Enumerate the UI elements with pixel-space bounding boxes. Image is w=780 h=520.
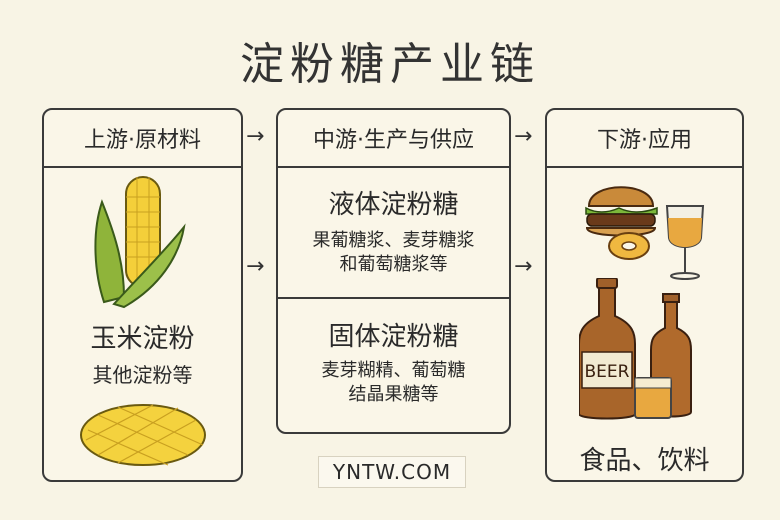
solid-line2: 结晶果糖等 bbox=[348, 384, 439, 405]
page-title: 淀粉糖产业链 bbox=[240, 39, 540, 90]
upstream-header: 上游·原材料 bbox=[44, 110, 241, 168]
upstream-sub-text: 其他淀粉等 bbox=[92, 363, 193, 387]
upstream-main-text: 玉米淀粉 bbox=[90, 324, 195, 354]
divider bbox=[278, 297, 509, 299]
solid-line1: 麦芽糊精、葡萄糖 bbox=[321, 360, 466, 381]
wine-glass-icon bbox=[665, 205, 705, 280]
corn-kernel-icon bbox=[80, 404, 206, 466]
arrow-upstream-to-midstream-top: → bbox=[246, 124, 265, 149]
footer-watermark: YNTW.COM bbox=[318, 456, 466, 488]
beer-bottles-icon: BEER bbox=[579, 278, 692, 420]
liquid-line2: 和葡萄糖浆等 bbox=[339, 254, 448, 275]
arrow-midstream-to-downstream: → bbox=[514, 254, 533, 279]
arrow-midstream-to-downstream-top: → bbox=[514, 124, 533, 149]
midstream-header: 中游·生产与供应 bbox=[278, 110, 509, 168]
liquid-starch-sugar-title: 液体淀粉糖 bbox=[328, 190, 459, 220]
burger-icon bbox=[585, 186, 658, 260]
corn-cob-icon bbox=[94, 176, 186, 309]
downstream-box: 下游·应用 BEER 食品、饮料 bbox=[545, 108, 744, 482]
beer-label: BEER bbox=[585, 362, 630, 382]
liquid-line1: 果葡糖浆、麦芽糖浆 bbox=[312, 230, 475, 251]
upstream-box: 上游·原材料 玉米淀粉 其他淀粉等 bbox=[42, 108, 243, 482]
midstream-box: 中游·生产与供应 液体淀粉糖 果葡糖浆、麦芽糖浆 和葡萄糖浆等 固体淀粉糖 麦芽… bbox=[276, 108, 511, 434]
solid-starch-sugar-title: 固体淀粉糖 bbox=[328, 322, 459, 352]
downstream-header: 下游·应用 bbox=[547, 110, 742, 168]
downstream-label: 食品、饮料 bbox=[579, 446, 710, 476]
arrow-upstream-to-midstream: → bbox=[246, 254, 265, 279]
